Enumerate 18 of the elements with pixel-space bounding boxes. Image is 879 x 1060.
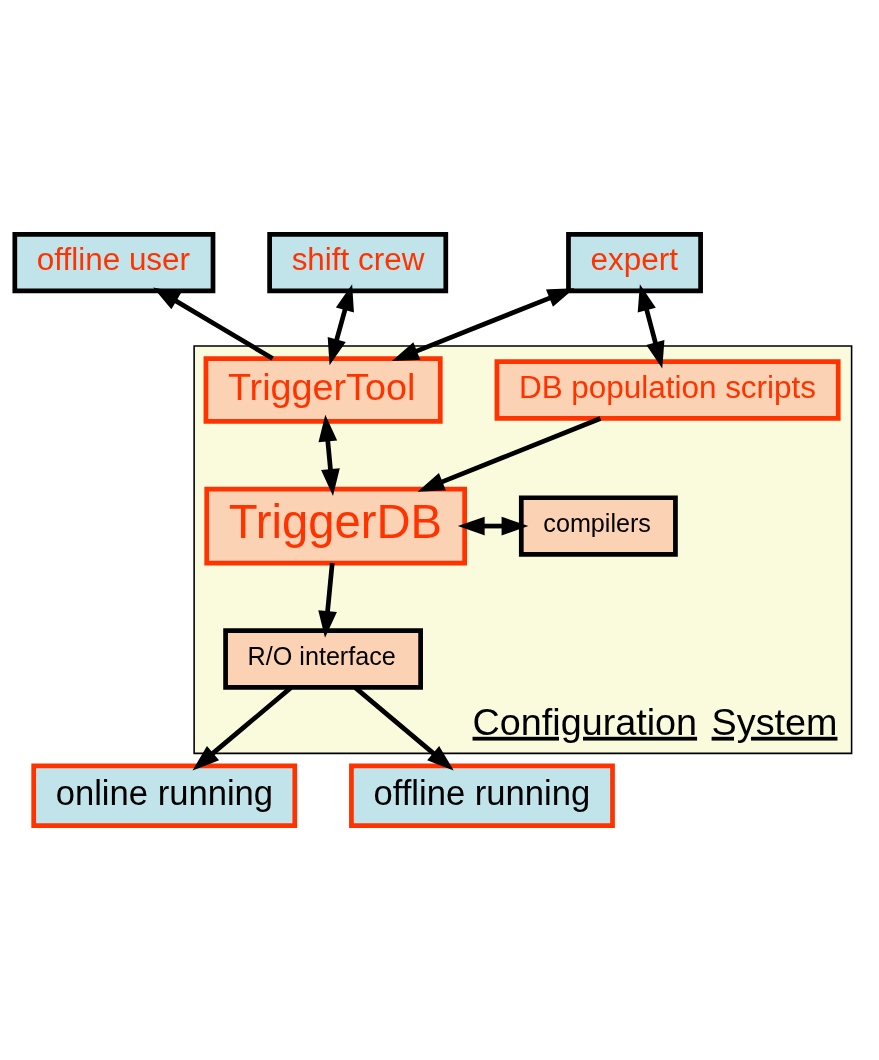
node-box: offline user [12,231,216,294]
arrow [318,414,340,496]
node-box: compilers [518,495,678,557]
arrow [153,287,274,361]
node-box: expert [566,231,703,294]
node-box: TriggerTool [203,356,443,424]
arrow [637,284,665,369]
node-box: online running [31,763,298,829]
arrow [318,562,337,638]
arrow [457,516,529,536]
node-box: R/O interface [223,628,423,690]
node-box: offline running [349,763,615,829]
arrow [391,288,575,361]
node-box: shift crew [267,231,449,294]
arrow [327,284,354,366]
node-box: DB population scripts [494,359,841,421]
node-box: TriggerDB [204,486,468,566]
arrow [417,416,602,492]
